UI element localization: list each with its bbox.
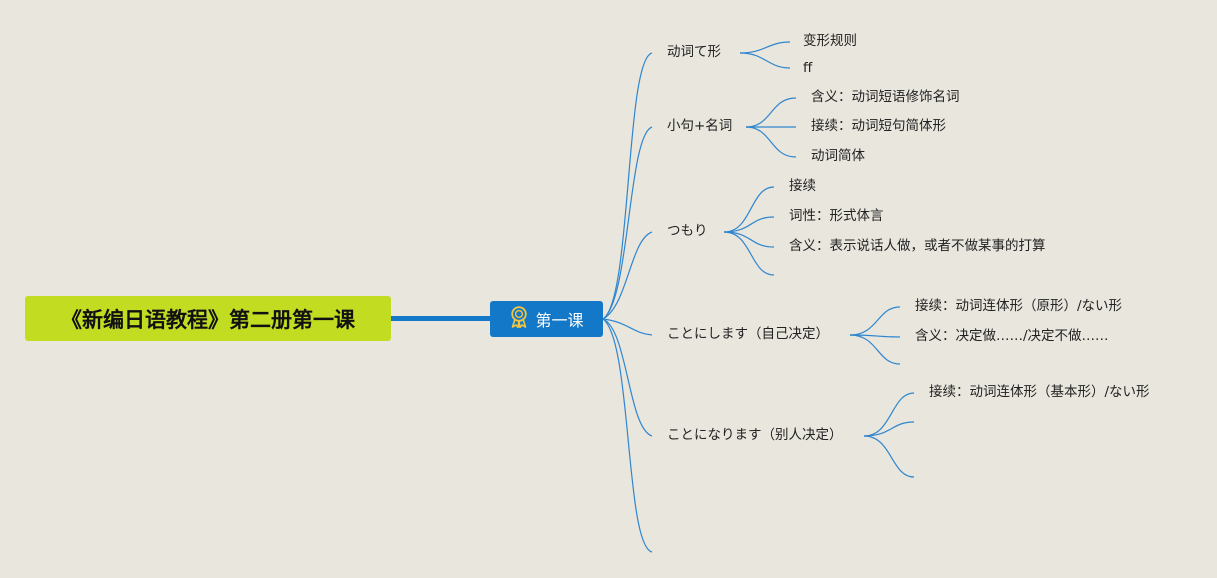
subtopic-tsumori-connection[interactable]: 接续 bbox=[789, 178, 816, 194]
branch-tsumori[interactable]: つもり bbox=[667, 223, 708, 239]
connector-branch-5 bbox=[602, 318, 653, 437]
connector-branch-6 bbox=[602, 318, 653, 553]
subtopic-narimasu-connection[interactable]: 接续：动词连体形（基本形）/ない形 bbox=[929, 384, 1150, 400]
subtopic-clause-plain[interactable]: 动词简体 bbox=[811, 148, 865, 164]
subtopic-shimasu-connection[interactable]: 接续：动词连体形（原形）/ない形 bbox=[915, 298, 1123, 314]
subtopic-te-form-ff[interactable]: ff bbox=[803, 60, 813, 76]
main-topic[interactable]: 第一课 bbox=[490, 301, 603, 337]
branch-clause-noun[interactable]: 小句+名词 bbox=[667, 118, 733, 134]
branch-koto-ni-shimasu[interactable]: ことにします（自己决定） bbox=[667, 326, 829, 342]
subtopic-tsumori-meaning[interactable]: 含义：表示说话人做，或者不做某事的打算 bbox=[789, 238, 1046, 254]
connector-branch-3 bbox=[602, 231, 653, 320]
root-title: 《新编日语教程》第二册第一课 bbox=[61, 307, 355, 332]
subtopic-shimasu-meaning[interactable]: 含义：决定做……/决定不做…… bbox=[915, 328, 1109, 344]
main-topic-label: 第一课 bbox=[535, 311, 584, 330]
root-connector bbox=[391, 316, 491, 321]
connector-branch-4 bbox=[602, 318, 653, 336]
subtopic-clause-connection[interactable]: 接续：动词短句简体形 bbox=[811, 118, 946, 134]
branch-te-form[interactable]: 动词て形 bbox=[667, 44, 721, 60]
connector-branch-1 bbox=[602, 52, 653, 320]
branch-koto-ni-narimasu[interactable]: ことになります（别人决定） bbox=[667, 427, 843, 443]
subtopic-te-form-rules[interactable]: 变形规则 bbox=[803, 33, 857, 49]
subtopic-tsumori-pos[interactable]: 词性：形式体言 bbox=[789, 208, 884, 224]
subtopic-clause-meaning[interactable]: 含义：动词短语修饰名词 bbox=[811, 89, 960, 105]
connector-branch-2 bbox=[602, 126, 653, 320]
root-topic[interactable]: 《新编日语教程》第二册第一课 bbox=[25, 296, 391, 341]
medal-icon bbox=[509, 306, 529, 332]
